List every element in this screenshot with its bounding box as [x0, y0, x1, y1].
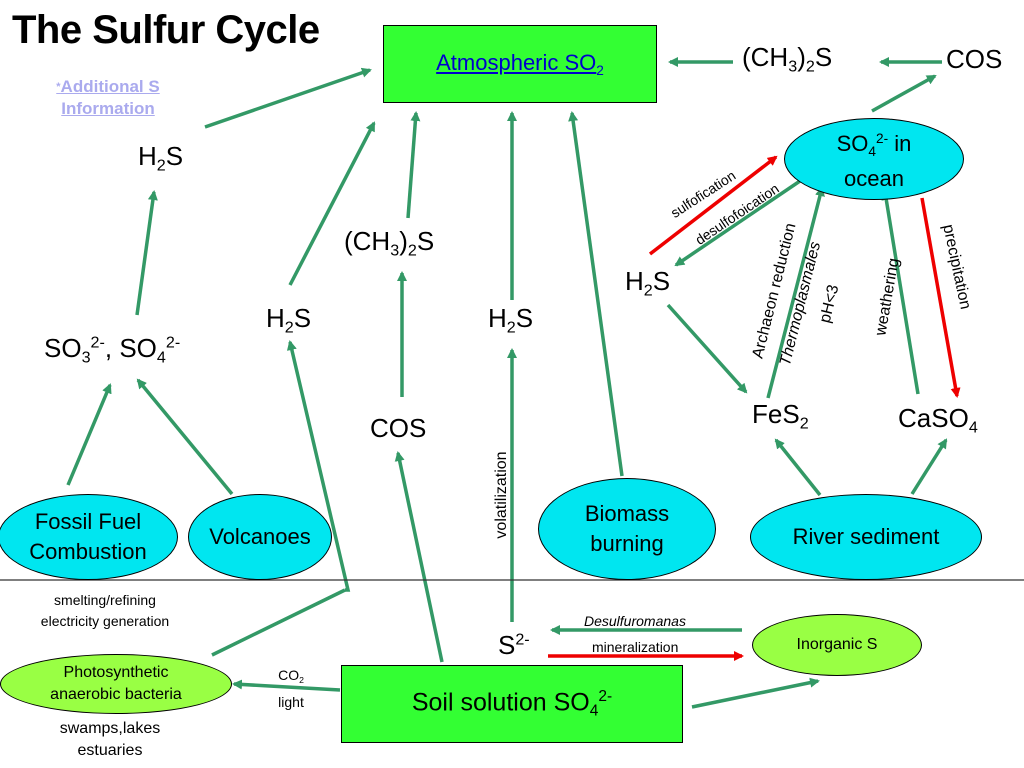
soil-solution-box: Soil solution SO42-	[341, 665, 683, 743]
ch3-2s-mid: (CH3)2S	[344, 226, 435, 260]
volatilization-label: volatilization	[493, 451, 510, 539]
arrow-ch3-mid-to-atm	[406, 111, 421, 219]
atmospheric-so2-box: Atmospheric SO2	[383, 25, 657, 103]
arrow-caso4-to-ocean	[881, 190, 920, 395]
arrow-soil-to-cos	[394, 451, 444, 663]
arrow-soil-to-inorganic	[691, 677, 820, 709]
s2-label: S2-	[498, 630, 530, 660]
arrow-river-to-fes2	[774, 438, 822, 497]
arrow-sulfofication	[648, 155, 778, 256]
h2s-center: H2S	[488, 303, 534, 337]
cos-top: COS	[946, 44, 1003, 74]
desulfuromanas-label: Desulfuromanas	[584, 613, 686, 629]
arrow-river-to-caso4	[910, 438, 948, 495]
h2s-right: H2S	[625, 266, 671, 300]
arrow-h2s-mid-to-atm	[288, 121, 376, 286]
arrow-photo-to-h2s-mid	[211, 588, 346, 657]
arrow-soil-to-photo	[232, 679, 341, 692]
ch3-2s-top: (CH3)2S	[742, 42, 833, 76]
mineralization-label: mineralization	[592, 639, 679, 655]
arrow-ocean-to-cos	[871, 74, 937, 113]
so3-so4-label: SO32-, SO42-	[44, 333, 181, 367]
additional-info-link[interactable]: *Additional S Information	[56, 77, 160, 118]
arrow-photo-branch-up	[286, 340, 351, 592]
arrow-fes2-to-ocean	[766, 186, 825, 399]
inorganic-s-ellipse: Inorganic S	[752, 614, 922, 676]
arrow-ocean-to-h2s-right	[674, 179, 801, 267]
arrow-fossil-to-so3	[66, 383, 112, 486]
river-sediment-ellipse: River sediment	[750, 494, 982, 580]
fes2-label: FeS2	[752, 399, 809, 433]
arrow-volcanoes-to-so3	[136, 378, 234, 496]
h2s-left: H2S	[138, 141, 184, 175]
cos-mid: COS	[370, 413, 427, 443]
caso4-label: CaSO4	[898, 403, 978, 437]
h2s-mid: H2S	[266, 303, 312, 337]
arrow-h2s-right-to-fes2	[666, 303, 748, 394]
arrow-precipitation	[920, 197, 961, 398]
volcanoes-ellipse: Volcanoes	[188, 494, 332, 580]
arrow-h2s-left-to-atm	[204, 67, 372, 129]
arrow-so3-to-h2s-left	[135, 190, 158, 316]
arrow-biomass-to-atm	[568, 111, 624, 477]
page-title: The Sulfur Cycle	[12, 8, 320, 52]
atmospheric-so2-link[interactable]: Atmospheric SO2	[436, 50, 604, 78]
